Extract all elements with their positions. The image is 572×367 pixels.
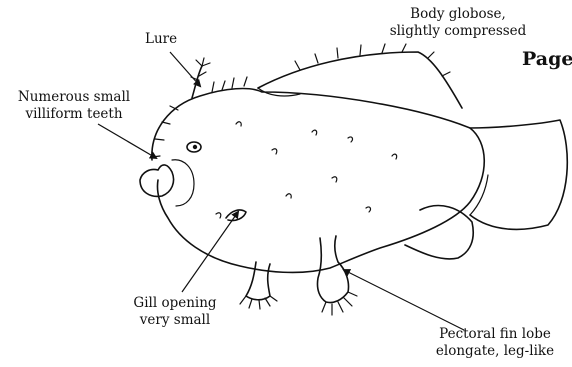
lure-pointer: [170, 52, 200, 86]
pectoral-pointer: [344, 270, 464, 330]
pectoral-fin-rays: [322, 292, 357, 315]
skin-flecks: [216, 122, 397, 218]
caudal-fin: [470, 120, 567, 229]
dorsal-fin-spikes: [295, 44, 450, 76]
teeth-pointer: [98, 124, 156, 158]
caudal-fin-notch: [470, 175, 488, 215]
eye-pupil: [193, 145, 197, 149]
pelvic-fin-rays: [240, 296, 277, 309]
gill-pointer: [182, 212, 238, 292]
anal-fin: [405, 206, 473, 259]
jaw-pad: [172, 160, 194, 206]
body-outline: [152, 89, 484, 273]
mouth: [140, 165, 174, 196]
